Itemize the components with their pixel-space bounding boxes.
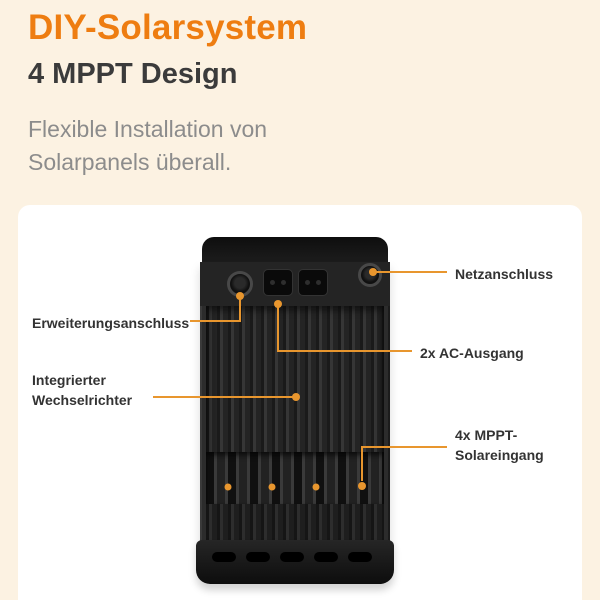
label-mppt-solareingang: 4x MPPT- Solareingang — [455, 425, 544, 465]
lower-vent-grille — [206, 504, 384, 540]
label-netzanschluss: Netzanschluss — [455, 266, 554, 282]
page-subtitle: 4 MPPT Design — [28, 58, 238, 90]
label-mppt-line-1: 4x MPPT- — [455, 427, 518, 443]
label-erweiterungsanschluss: Erweiterungsanschluss — [32, 315, 190, 331]
device-base — [196, 540, 394, 584]
description-line-2: Solarpanels überall. — [28, 149, 232, 175]
page-title: DIY-Solarsystem — [28, 8, 308, 47]
base-slot — [348, 552, 372, 562]
expansion-connector — [227, 271, 253, 297]
label-mppt-line-2: Solareingang — [455, 447, 544, 463]
base-slot — [280, 552, 304, 562]
label-ac-ausgang: 2x AC-Ausgang — [420, 345, 524, 361]
description-line-1: Flexible Installation von — [28, 116, 268, 142]
page-description: Flexible Installation von Solarpanels üb… — [28, 113, 267, 179]
base-slot — [246, 552, 270, 562]
label-wechselrichter-line-1: Integrierter — [32, 372, 106, 388]
mc4-solar-connectors — [206, 452, 384, 504]
base-slot — [314, 552, 338, 562]
grid-connector — [358, 263, 382, 287]
ac-outlet-1 — [263, 269, 293, 296]
label-wechselrichter-line-2: Wechselrichter — [32, 392, 133, 408]
ac-outlet-2 — [298, 269, 328, 296]
base-slot — [212, 552, 236, 562]
label-wechselrichter: Integrierter Wechselrichter — [32, 370, 132, 410]
